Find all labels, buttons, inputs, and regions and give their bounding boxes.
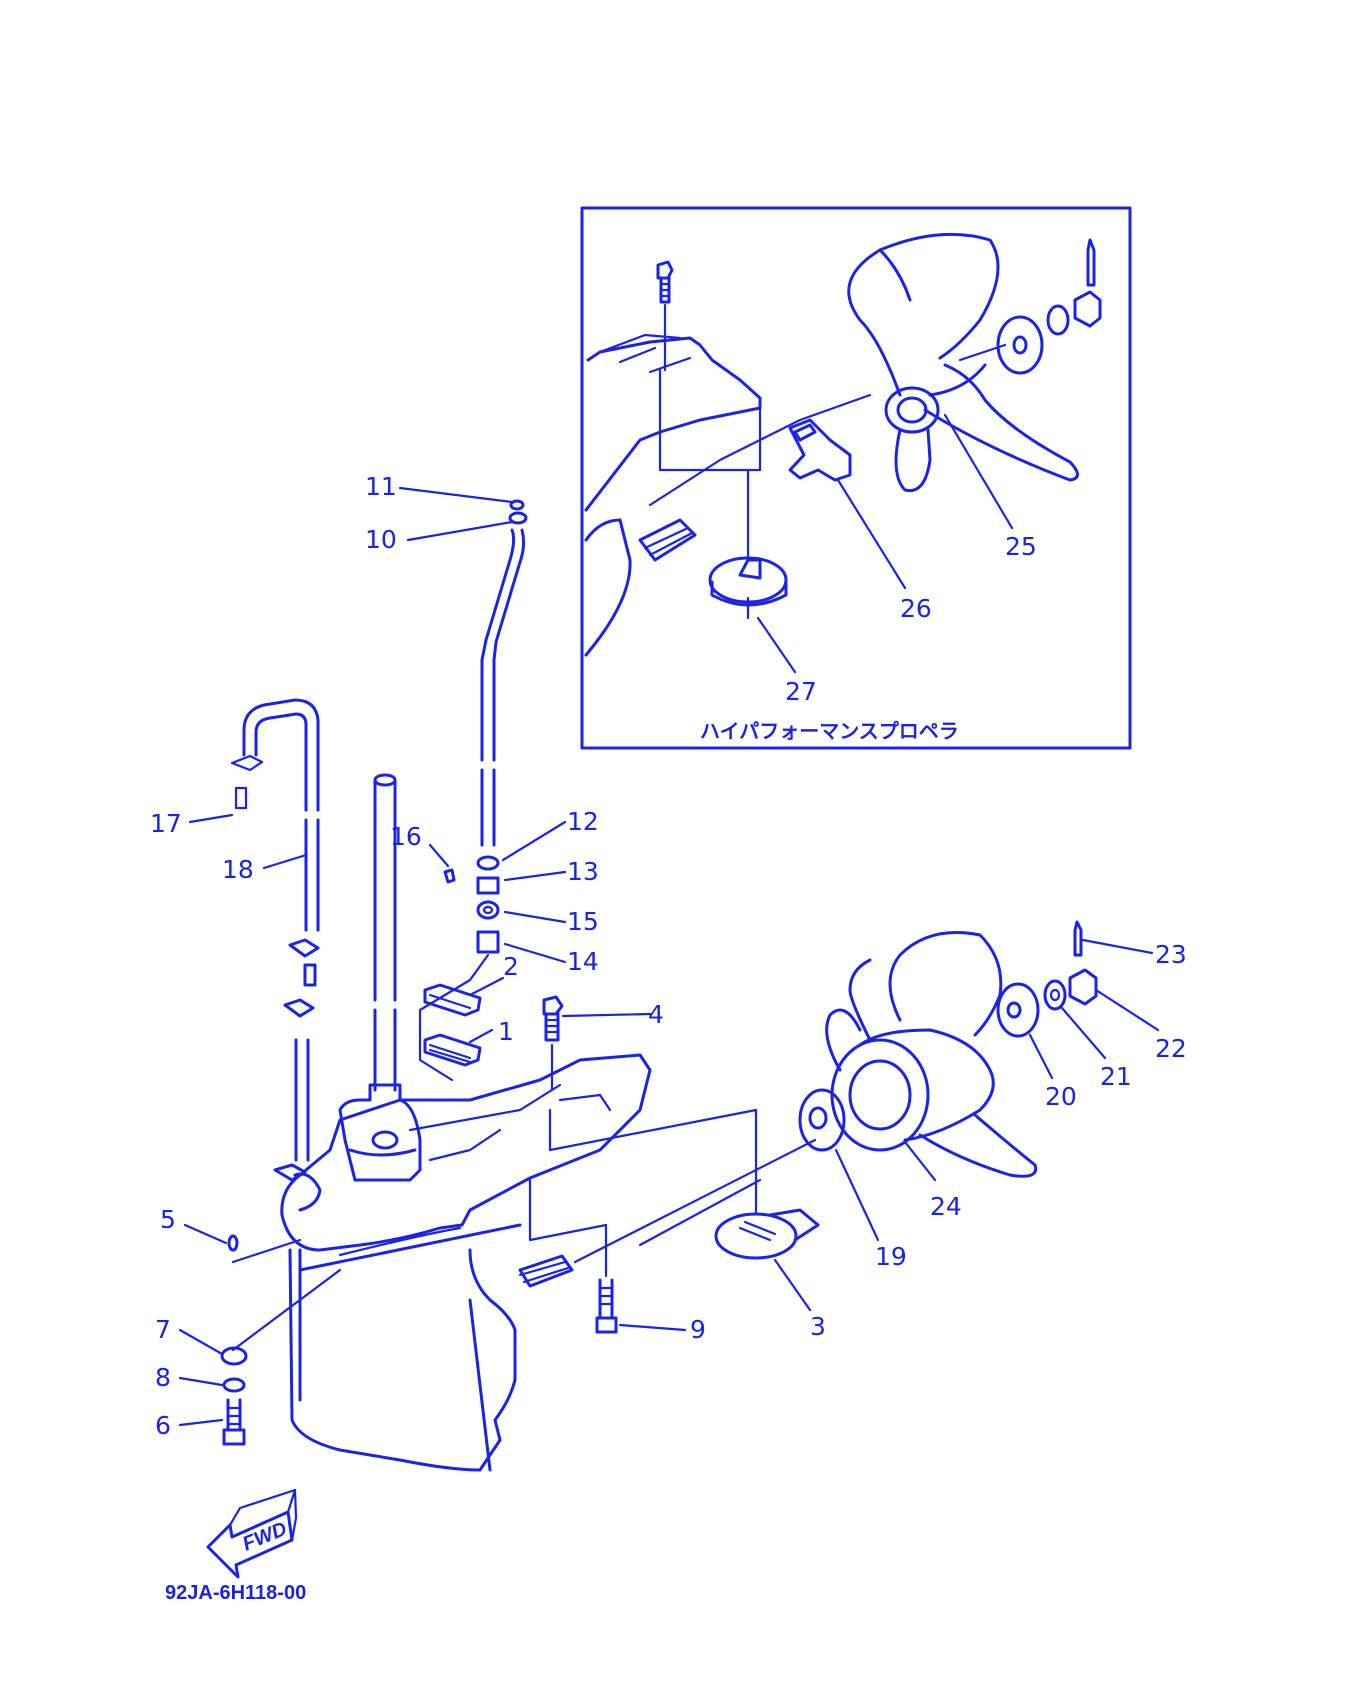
anode-3 bbox=[548, 1108, 820, 1260]
shift-rod bbox=[480, 499, 528, 847]
callout-3: 3 bbox=[810, 1312, 826, 1341]
fwd-arrow: FWD bbox=[206, 1488, 298, 1579]
callout-14: 14 bbox=[567, 947, 599, 976]
callout-21: 21 bbox=[1100, 1062, 1132, 1091]
callout-19: 19 bbox=[875, 1242, 907, 1271]
callout-20: 20 bbox=[1045, 1082, 1077, 1111]
water-pump-housing bbox=[338, 1083, 422, 1182]
callout-1: 1 bbox=[498, 1017, 514, 1046]
inset-panel bbox=[580, 206, 1132, 750]
water-tube bbox=[230, 698, 320, 1162]
inset-caption: ハイパフォーマンスプロペラ bbox=[700, 719, 959, 743]
inset-thrust-washer bbox=[788, 418, 852, 482]
callout-5: 5 bbox=[160, 1205, 176, 1234]
leader-lines bbox=[178, 413, 1160, 1427]
gearcase bbox=[280, 1053, 652, 1472]
bolt-9 bbox=[528, 1178, 618, 1334]
callout-23: 23 bbox=[1155, 940, 1187, 969]
callout-16: 16 bbox=[390, 822, 422, 851]
callout-22: 22 bbox=[1155, 1034, 1187, 1063]
callout-9: 9 bbox=[690, 1315, 706, 1344]
propeller-hardware bbox=[996, 920, 1098, 1038]
part-code: 92JA-6H118-00 bbox=[165, 1582, 306, 1604]
inset-bolt bbox=[656, 260, 674, 372]
callout-13: 13 bbox=[567, 857, 599, 886]
callout-2: 2 bbox=[503, 952, 519, 981]
inset-propeller bbox=[847, 232, 1079, 493]
callout-4: 4 bbox=[648, 1000, 664, 1029]
callout-15: 15 bbox=[567, 907, 599, 936]
inset-anode bbox=[708, 468, 788, 620]
bolt-6-assembly bbox=[220, 1234, 342, 1446]
callout-25: 25 bbox=[1005, 532, 1037, 561]
inset-hardware bbox=[648, 238, 1102, 507]
drive-shaft bbox=[373, 773, 397, 1092]
main-propeller bbox=[825, 931, 1038, 1178]
inset-gearcase bbox=[584, 333, 762, 657]
callout-7: 7 bbox=[155, 1315, 171, 1344]
callout-11: 11 bbox=[365, 472, 397, 501]
seals bbox=[423, 983, 482, 1067]
propeller-shaft-line bbox=[573, 1138, 817, 1264]
callout-18: 18 bbox=[222, 855, 254, 884]
callout-17: 17 bbox=[150, 809, 182, 838]
callout-labels: 1 2 3 4 5 6 7 8 9 10 11 12 13 14 15 16 1… bbox=[150, 472, 1187, 1440]
thrust-washer-19 bbox=[798, 1088, 846, 1152]
callout-6: 6 bbox=[155, 1411, 171, 1440]
bolt-4 bbox=[542, 995, 564, 1092]
callout-27: 27 bbox=[785, 677, 817, 706]
callout-10: 10 bbox=[365, 525, 397, 554]
callout-8: 8 bbox=[155, 1363, 171, 1392]
tube-grommets bbox=[273, 938, 320, 1182]
callout-26: 26 bbox=[900, 594, 932, 623]
shift-rod-joint bbox=[418, 855, 500, 1082]
callout-12: 12 bbox=[567, 807, 599, 836]
callout-24: 24 bbox=[930, 1192, 962, 1221]
